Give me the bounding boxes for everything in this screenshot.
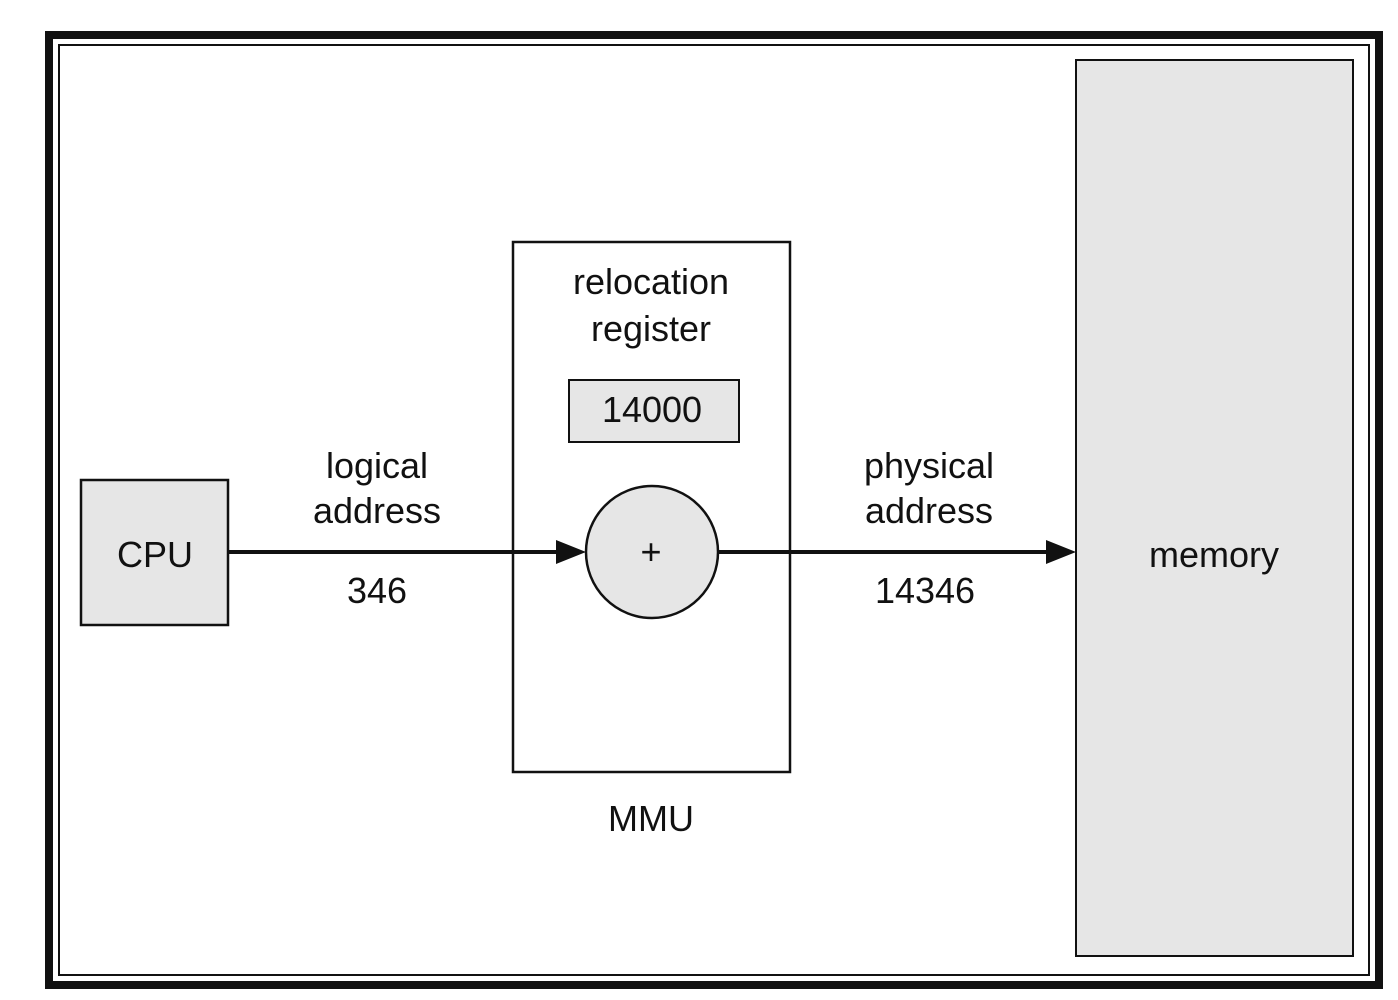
cpu-box: [79, 478, 230, 627]
relocation-register-box: [568, 379, 740, 443]
mmu-label: MMU: [608, 798, 694, 839]
physical-address-value: 14346: [875, 570, 975, 611]
memory-label: memory: [1149, 534, 1279, 575]
physical-address-arrow: [718, 540, 1076, 564]
logical-address-value: 346: [347, 570, 407, 611]
cpu-label: CPU: [117, 534, 193, 575]
physical-address-label-line2: address: [865, 490, 993, 531]
relocation-register-label-line1: relocation: [573, 261, 729, 302]
logical-address-label-line2: address: [313, 490, 441, 531]
relocation-register-value: 14000: [602, 389, 702, 430]
diagram-frame: [45, 31, 1383, 989]
physical-address-label-line1: physical: [864, 445, 994, 486]
adder-plus-icon: +: [640, 531, 661, 572]
logical-address-label-line1: logical: [326, 445, 428, 486]
relocation-register-label-line2: register: [591, 308, 711, 349]
logical-address-arrow: [228, 540, 586, 564]
memory-box: [1075, 59, 1354, 957]
